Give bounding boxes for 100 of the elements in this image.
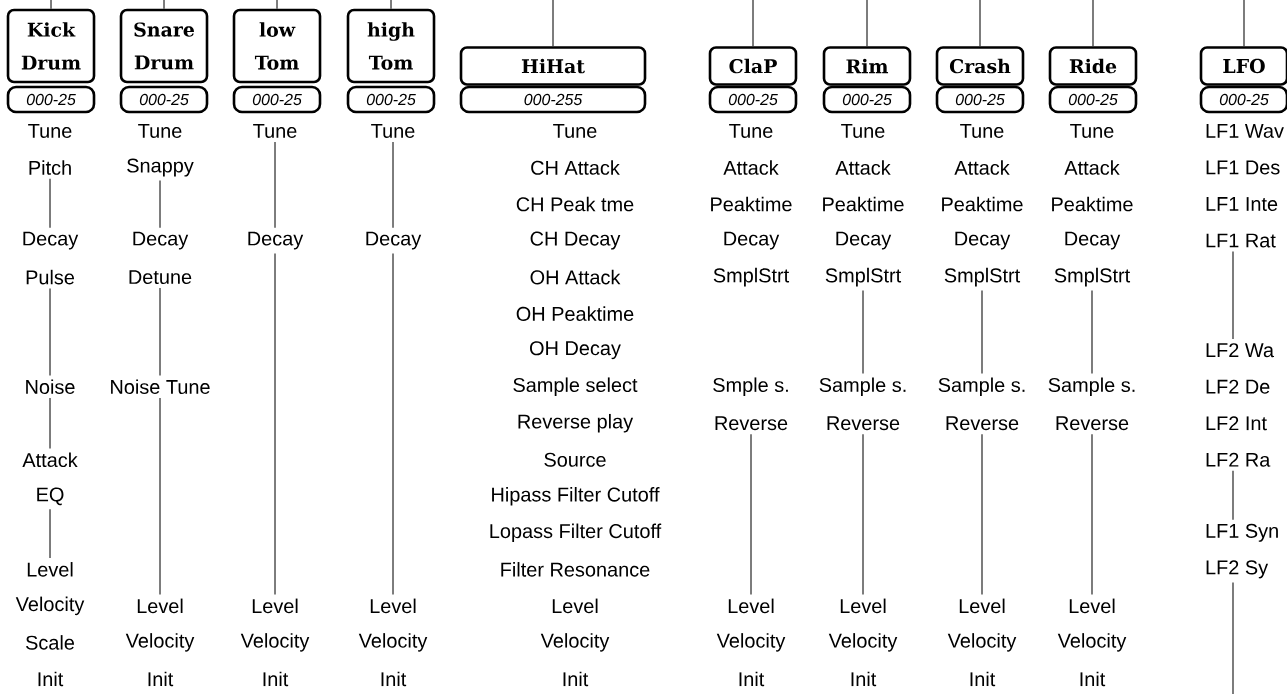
parameter-label: Reverse play <box>518 413 634 433</box>
parameter-label: Decay <box>836 231 892 250</box>
connector-line <box>163 0 165 10</box>
parameter-label: Level <box>370 598 416 614</box>
parameter-label: LF2 Ra <box>1206 452 1271 467</box>
title-box: Snare Drum <box>119 8 209 84</box>
parameter-label: SmplStrt <box>825 267 902 287</box>
title-box: Ride <box>1048 46 1138 86</box>
parameter-label: Init <box>148 671 174 687</box>
connector-line <box>159 287 161 376</box>
parameter-label: CH Decay <box>530 231 621 250</box>
parameter-label: Attack <box>1064 160 1120 175</box>
parameter-label: Level <box>252 598 298 614</box>
title-box: Crash <box>935 46 1025 86</box>
parameter-label: Decay <box>23 231 79 250</box>
connector-line <box>276 0 278 10</box>
connector-line <box>552 0 554 47</box>
connector-line <box>979 0 981 47</box>
parameter-label: OH Peaktime <box>516 306 634 321</box>
parameter-label: Velocity <box>358 633 428 652</box>
parameter-label: LF2 Wa <box>1206 343 1274 358</box>
parameter-label: Tune <box>960 124 1004 138</box>
parameter-label: Velocity <box>125 633 195 652</box>
parameter-label: CH Peak tme <box>516 196 634 212</box>
parameter-label: Noise Tune <box>111 379 210 394</box>
parameter-label: Attack <box>954 160 1010 175</box>
parameter-label: Init <box>1080 671 1106 687</box>
connector-line <box>1243 0 1245 47</box>
range-box: 000-25 <box>1199 85 1287 114</box>
parameter-label: Snappy <box>127 158 194 177</box>
connector-line <box>862 289 864 375</box>
connector-line <box>49 178 51 229</box>
parameter-label: Smple s. <box>713 377 788 396</box>
parameter-label: CH Attack <box>531 160 620 175</box>
parameter-label: LF2 Sy <box>1206 560 1269 579</box>
parameter-label: Init <box>563 671 589 687</box>
parameter-label: SmplStrt <box>713 267 790 287</box>
parameter-label: Pitch <box>29 160 71 175</box>
parameter-label: Attack <box>22 452 78 468</box>
title-box: high Tom <box>346 8 436 84</box>
range-box: 000-25 <box>708 85 798 114</box>
parameter-label: Sample s. <box>938 377 1025 396</box>
parameter-label: Scale <box>26 635 75 650</box>
parameter-label: SmplStrt <box>944 267 1021 287</box>
connector-line <box>274 252 276 596</box>
connector-line <box>49 508 51 559</box>
parameter-label: Hipass Filter Cutoff <box>492 487 660 506</box>
parameter-label: Level <box>137 598 183 614</box>
parameter-label: LF1 Wav <box>1206 124 1284 138</box>
connector-line <box>390 0 392 10</box>
title-box: low Tom <box>232 8 322 84</box>
title-box: LFO <box>1199 46 1287 86</box>
parameter-label: Velocity <box>15 596 85 616</box>
parameter-label: Tune <box>841 124 885 138</box>
range-box: 000-25 <box>935 85 1025 114</box>
range-box: 000-255 <box>459 85 647 114</box>
parameter-label: LF1 Rat <box>1206 233 1276 248</box>
parameter-label: Level <box>840 598 886 614</box>
range-box: 000-25 <box>6 85 96 114</box>
title-box: Rim <box>822 46 912 86</box>
parameter-label: Peaktime <box>711 196 792 212</box>
parameter-label: Level <box>959 598 1005 614</box>
range-box: 000-25 <box>119 85 209 114</box>
parameter-label: Detune <box>129 270 192 285</box>
connector-line <box>49 287 51 376</box>
parameter-label: OH Attack <box>530 269 621 285</box>
parameter-label: Tune <box>729 124 773 138</box>
parameter-label: Init <box>970 671 996 687</box>
title-box: HiHat <box>459 46 647 86</box>
connector-line <box>862 433 864 596</box>
connector-line <box>1091 433 1093 596</box>
parameter-label: Reverse <box>946 416 1019 431</box>
parameter-label: Level <box>27 562 73 577</box>
title-box: ClaP <box>708 46 798 86</box>
parameter-label: Peaktime <box>942 196 1023 212</box>
connector-line <box>981 433 983 596</box>
parameter-label: Init <box>263 671 289 687</box>
parameter-label: LF2 De <box>1206 379 1270 394</box>
parameter-label: Tune <box>553 124 597 138</box>
parameter-label: Velocity <box>240 633 310 652</box>
parameter-label: Level <box>552 598 598 614</box>
parameter-label: Reverse <box>827 416 900 431</box>
parameter-label: Decay <box>955 231 1011 250</box>
parameter-label: LF1 Syn <box>1206 523 1278 542</box>
parameter-label: Decay <box>366 231 422 250</box>
parameter-label: Velocity <box>540 633 610 652</box>
parameter-label: Peaktime <box>1052 196 1133 212</box>
parameter-label: Lopass Filter Cutoff <box>490 523 662 543</box>
parameter-label: Noise <box>26 379 75 394</box>
range-box: 000-25 <box>232 85 322 114</box>
connector-line <box>1232 581 1234 694</box>
parameter-label: Decay <box>1065 231 1121 250</box>
parameter-label: Sample select <box>513 377 638 396</box>
connector-line <box>750 433 752 596</box>
parameter-label: Decay <box>133 231 189 250</box>
parameter-label: LF1 Inte <box>1206 197 1278 211</box>
parameter-label: Sample s. <box>1048 377 1135 396</box>
parameter-label: Source <box>544 452 606 467</box>
connector-line <box>49 397 51 450</box>
parameter-label: LF1 Des <box>1206 160 1280 175</box>
